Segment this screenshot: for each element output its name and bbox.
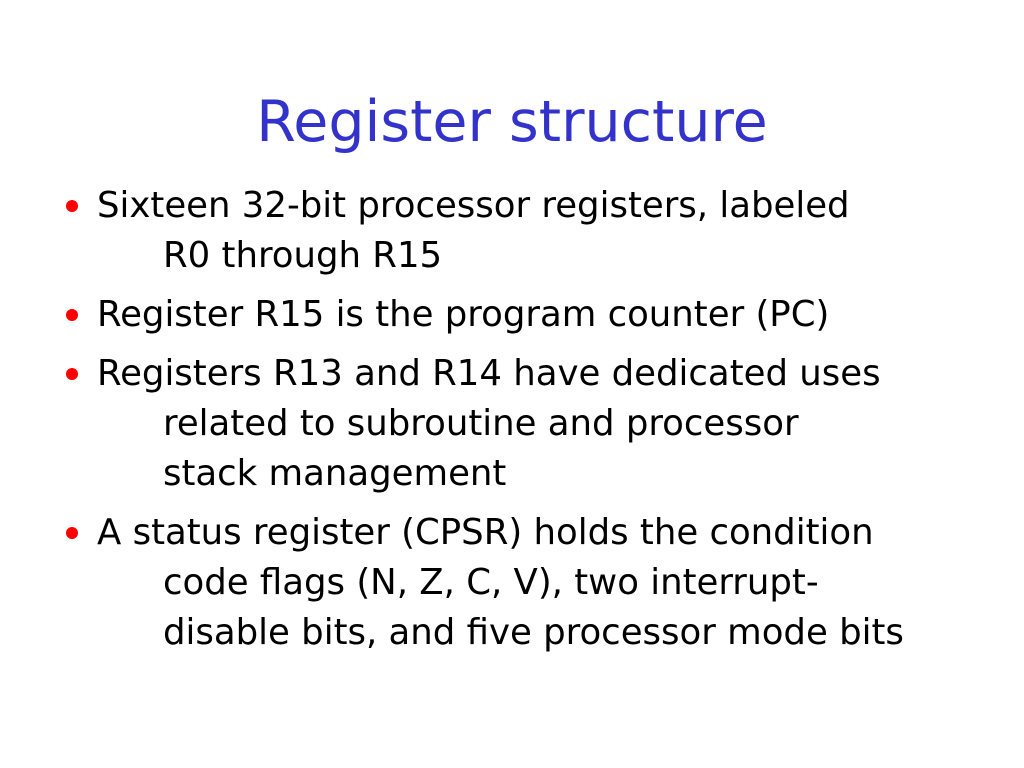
list-item-text: Register R15 is the program counter (PC) [97,290,957,340]
list-item-line: related to subroutine and processor [163,403,799,444]
bullet-list: Sixteen 32-bit processor registers, labe… [57,181,957,658]
list-item-line: Sixteen 32-bit processor registers, labe… [97,185,850,226]
list-item-line: Registers R13 and R14 have dedicated use… [97,353,881,394]
round-bullet-icon [66,527,78,539]
list-item: A status register (CPSR) holds the condi… [57,508,957,658]
round-bullet-icon [66,200,78,212]
list-item-text: Sixteen 32-bit processor registers, labe… [97,181,957,281]
list-item-line: stack management [163,453,507,494]
list-item-line: Register R15 is the program counter (PC) [97,294,830,335]
round-bullet-icon [66,368,78,380]
list-item: Register R15 is the program counter (PC) [57,290,957,340]
list-item-text: Registers R13 and R14 have dedicated use… [97,349,957,499]
page-title: Register structure [256,89,768,156]
list-item-line: disable bits, and five processor mode bi… [163,612,904,653]
round-bullet-icon [66,309,78,321]
list-item-line: A status register (CPSR) holds the condi… [97,512,874,553]
list-item-line: R0 through R15 [163,235,443,276]
list-item-line: code flags (N, Z, C, V), two interrupt- [163,562,819,603]
list-item-text: A status register (CPSR) holds the condi… [97,508,957,658]
list-item: Registers R13 and R14 have dedicated use… [57,349,957,499]
list-item: Sixteen 32-bit processor registers, labe… [57,181,957,281]
